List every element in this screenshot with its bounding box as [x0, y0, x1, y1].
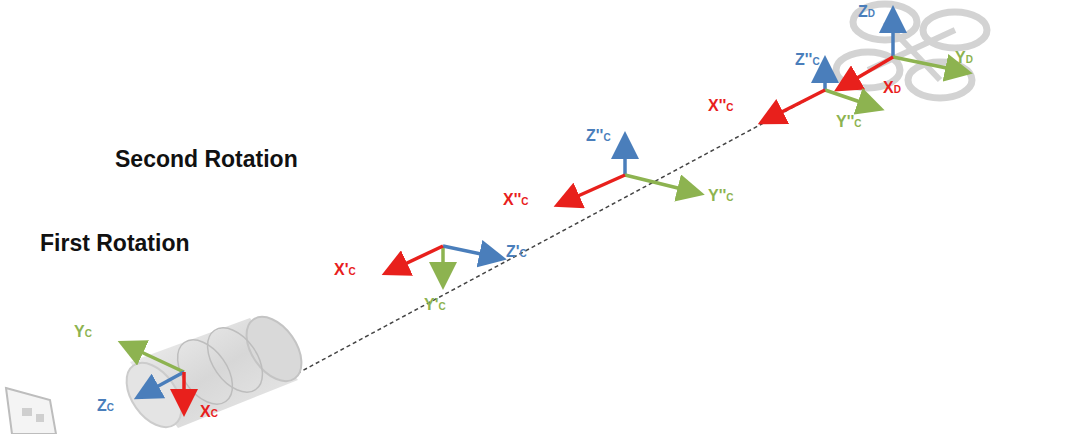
axis-label: ZD [858, 4, 875, 20]
axis-label: Y''C [708, 188, 734, 204]
axis-label: Z''C [795, 52, 820, 68]
axis-label: Z'C [506, 244, 527, 260]
axis-label: YD [955, 50, 973, 66]
axis-label: YC [74, 324, 92, 340]
axis-label: ZC [97, 398, 114, 414]
axis-label: XC [200, 404, 218, 420]
fiducial-marker [6, 388, 56, 434]
axis-label: X''C [708, 98, 734, 114]
axis-label: Z''C [586, 128, 611, 144]
axis-arrows [124, 12, 966, 410]
rotation-title: Second Rotation [115, 148, 298, 171]
quadrotor-drone [836, 4, 987, 98]
rotation-title: First Rotation [40, 232, 190, 255]
axis-label: X'C [334, 262, 356, 278]
dashed-axis [300, 90, 825, 372]
axis-label: Y'C [424, 297, 446, 313]
camera [115, 307, 312, 434]
axis-label: XD [883, 80, 901, 96]
axis-label: Y''C [836, 114, 862, 130]
axis-label: X''C [503, 192, 529, 208]
